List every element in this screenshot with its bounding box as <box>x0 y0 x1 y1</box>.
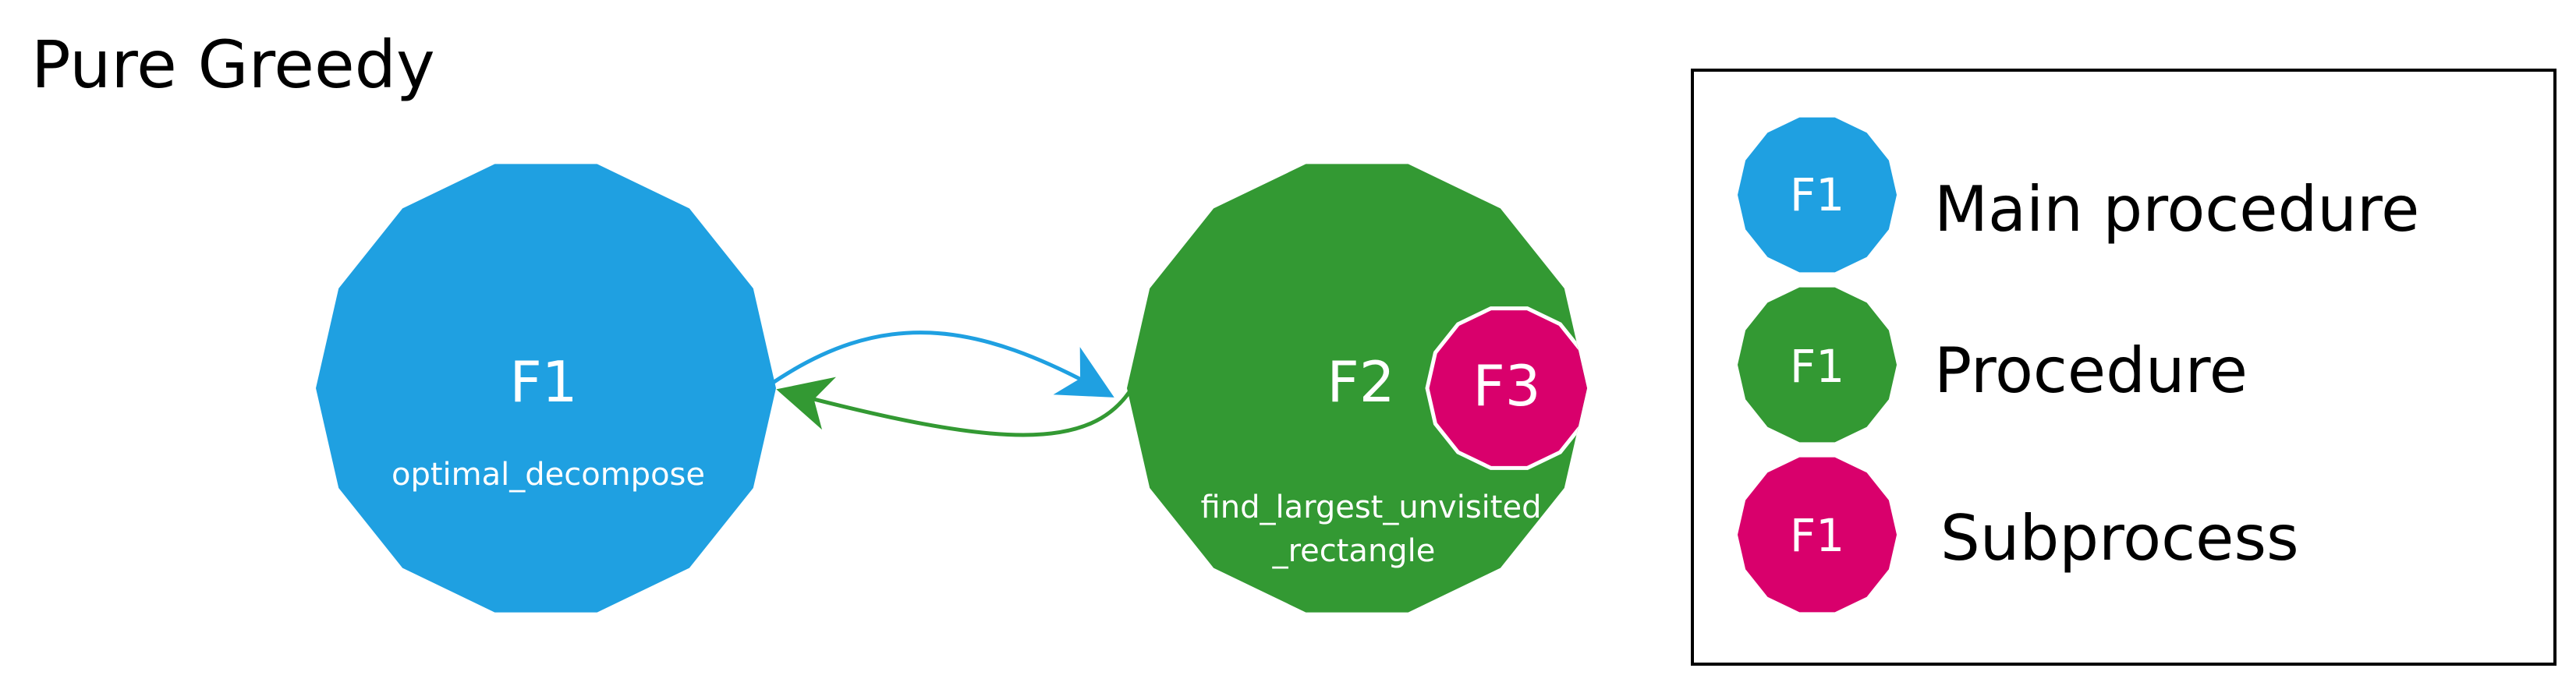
node-f2-label-line2: _rectangle <box>1272 533 1436 569</box>
legend-item-procedure: F1 Procedure <box>1738 287 2248 443</box>
node-f2-code: F2 <box>1327 349 1394 415</box>
legend-procedure-code: F1 <box>1790 340 1844 393</box>
node-f3-code: F3 <box>1472 353 1540 419</box>
legend: F1 Main procedure F1 Procedure F1 Subpro… <box>1691 69 2557 666</box>
node-f1-label: optimal_decompose <box>392 457 705 493</box>
legend-subprocess-swatch <box>1738 457 1897 613</box>
legend-main-code: F1 <box>1790 168 1844 221</box>
node-f1-code: F1 <box>509 349 577 415</box>
legend-main-swatch <box>1738 117 1897 273</box>
edge-f2-to-f1 <box>776 377 1135 437</box>
legend-item-subprocess: F1 Subprocess <box>1738 457 2299 613</box>
node-f2-shape <box>1127 164 1587 613</box>
legend-procedure-swatch <box>1738 287 1897 443</box>
node-f1-shape <box>316 164 776 613</box>
legend-subprocess-label: Subprocess <box>1940 502 2299 574</box>
legend-subprocess-code: F1 <box>1790 509 1844 562</box>
node-f2-label-line1: find_largest_unvisited <box>1201 490 1542 525</box>
legend-item-main: F1 Main procedure <box>1738 117 2419 273</box>
edge-f1-to-f2 <box>767 331 1114 398</box>
node-f2[interactable]: F2 find_largest_unvisited _rectangle F3 <box>1127 164 1591 613</box>
page-title: Pure Greedy <box>31 27 435 103</box>
legend-procedure-label: Procedure <box>1934 334 2248 407</box>
node-f1[interactable]: F1 optimal_decompose <box>316 164 776 613</box>
legend-main-label: Main procedure <box>1934 173 2419 246</box>
